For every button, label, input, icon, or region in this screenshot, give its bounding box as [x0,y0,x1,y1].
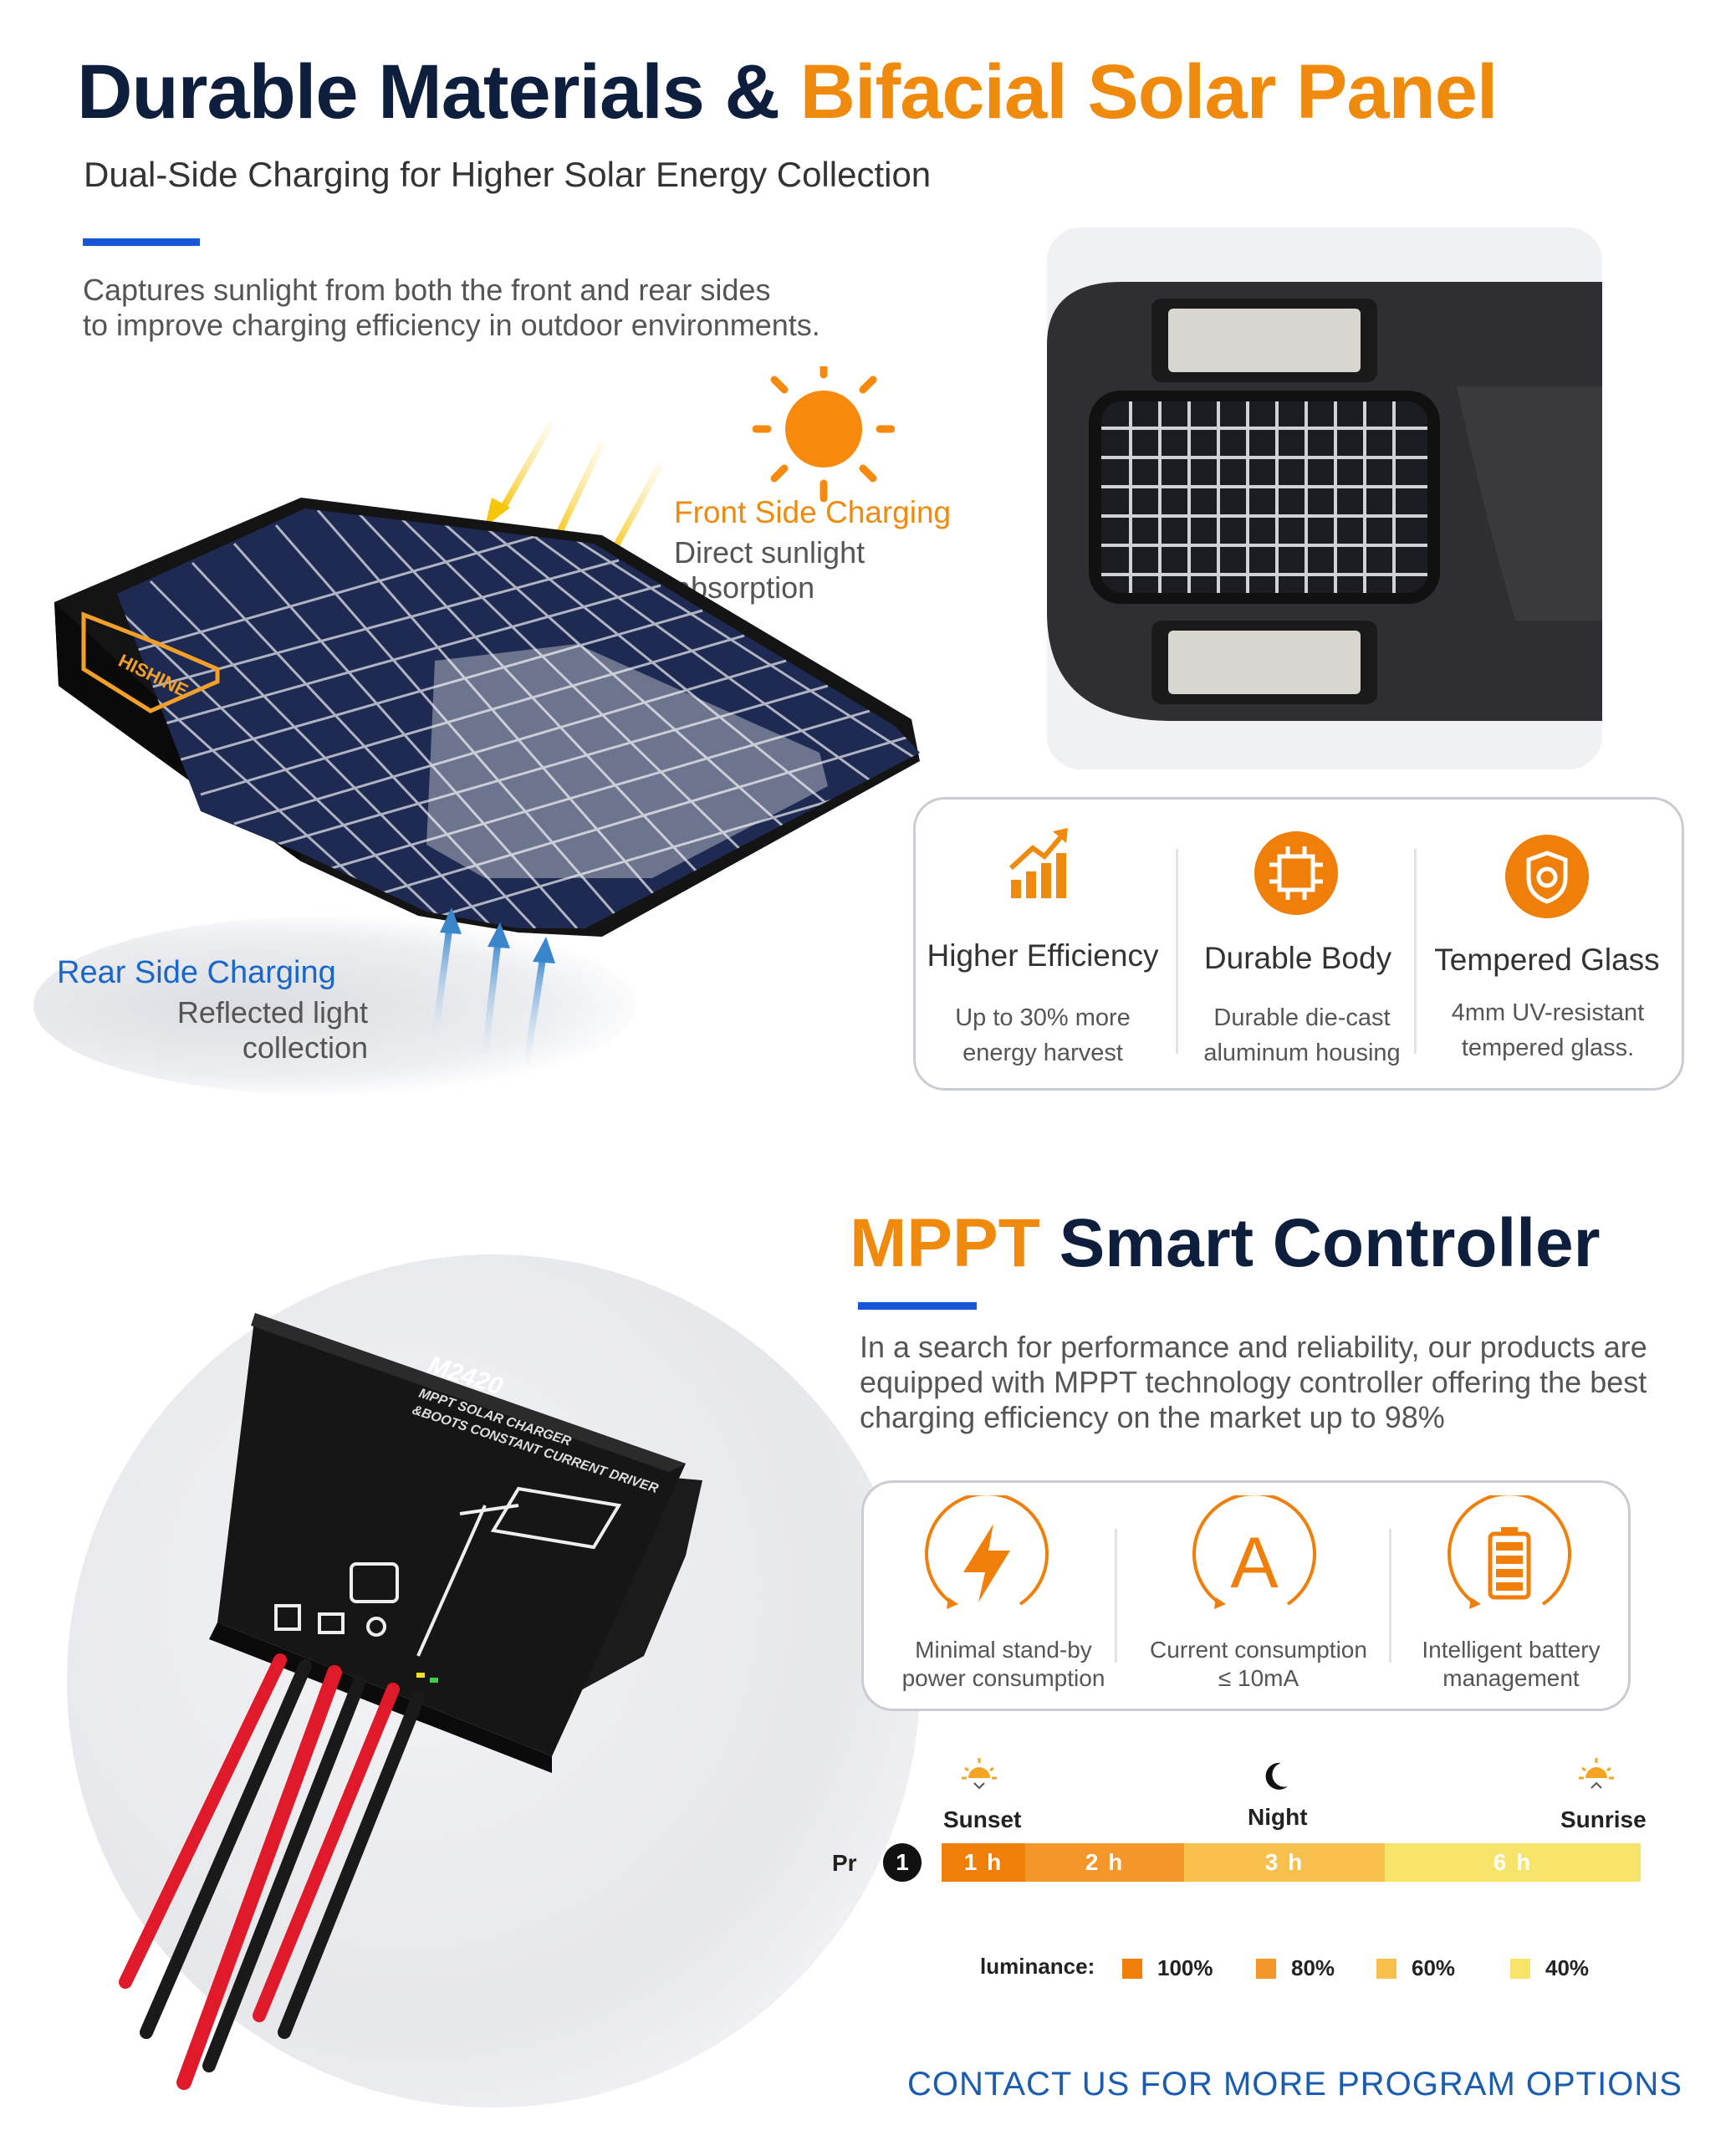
controller-feature-line: management [1442,1665,1580,1691]
accent-bar [83,238,200,246]
section1-title: Durable Materials & Bifacial Solar Panel [77,49,1499,136]
contact-link[interactable]: CONTACT US FOR MORE PROGRAM OPTIONS [907,2066,1682,2103]
program-label: Pr [832,1850,857,1876]
feature-desc: Up to 30% more energy harvest [922,1000,1164,1070]
divider [1414,849,1417,1054]
sunrise-icon [1579,1758,1614,1789]
section1-subtitle: Dual-Side Charging for Higher Solar Ener… [84,155,932,194]
ampere-glyph: A [1230,1523,1279,1603]
title-main-text: Durable Materials & [77,49,800,135]
divider [1115,1529,1117,1663]
controller-feature-line: Current consumption [1150,1637,1367,1663]
controller-feature-desc: Current consumption≤ 10mA [1129,1636,1388,1693]
legend-swatch [1376,1958,1396,1979]
night-label: Night [1248,1804,1308,1830]
legend-value: 40% [1545,1955,1590,1980]
section1-description: Captures sunlight from both the front an… [83,273,820,343]
description-line: charging efficiency on the market up to … [860,1400,1445,1434]
reflected-light-arrows [431,907,555,1063]
divider [1389,1529,1391,1663]
rear-desc-line: collection [242,1030,368,1065]
sunset-icon [962,1758,997,1790]
feature-desc-line: Durable die-cast [1213,1004,1391,1031]
legend-value: 60% [1412,1955,1456,1980]
panel-back-view-photo [1047,227,1602,769]
controller-feature-line: Minimal stand-by [915,1637,1092,1663]
mppt-controller-image: M2420 MPPT SOLAR CHARGER &BOOTS CONSTANT… [119,1313,702,2090]
controller-feature-line: power consumption [901,1665,1105,1691]
sun-icon [753,366,895,503]
sunrise-label: Sunrise [1560,1806,1647,1832]
title-highlight-text: Bifacial Solar Panel [799,49,1499,135]
controller-feature-line: ≤ 10mA [1218,1665,1299,1691]
feature-title: Durable Body [1203,941,1392,975]
legend-swatch [1256,1958,1276,1979]
legend-item: 100% [1122,1955,1213,1981]
battery-icon [1448,1495,1571,1609]
sunset-label: Sunset [943,1806,1022,1832]
divider [1176,849,1178,1054]
feature-desc-line: aluminum housing [1203,1040,1401,1066]
chip-icon [1254,831,1338,915]
shield-icon [1505,835,1589,918]
bifacial-solar-panel-image: HISHINE [54,498,920,937]
legend-value: 80% [1291,1955,1335,1980]
feature-desc: 4mm UV-resistant tempered glass. [1427,995,1669,1065]
legend-item: 80% [1256,1955,1335,1981]
ampere-icon: A [1192,1495,1316,1609]
rear-desc-line: Reflected light [176,995,368,1030]
title-main-text: Smart Controller [1039,1205,1601,1281]
legend-value: 100% [1157,1955,1213,1980]
luminance-legend-label: luminance: [980,1954,1095,1979]
feature-title: Tempered Glass [1434,943,1660,977]
feature-desc: Durable die-cast aluminum housing [1181,1000,1423,1070]
controller-feature-line: Intelligent battery [1422,1637,1601,1663]
title-highlight-text: MPPT [850,1205,1040,1281]
description-line: equipped with MPPT technology controller… [860,1365,1647,1399]
front-side-charging-title: Front Side Charging [674,495,952,529]
legend-swatch [1122,1958,1142,1979]
feature-desc-line: 4mm UV-resistant [1451,999,1645,1026]
feature-desc-line: energy harvest [962,1040,1123,1066]
section2-title: MPPT Smart Controller [850,1204,1601,1283]
section2-description: In a search for performance and reliabil… [860,1330,1647,1435]
moon-icon [1265,1762,1288,1790]
feature-title: Higher Efficiency [927,938,1159,973]
front-desc-line: Direct sunlight [674,535,865,570]
description-line: In a search for performance and reliabil… [860,1330,1647,1364]
timeline-segment: 2 h [1025,1843,1184,1882]
timeline-segment: 3 h [1184,1843,1385,1882]
rear-side-charging-title: Rear Side Charging [57,955,336,990]
program-number-badge[interactable]: 1 [883,1843,922,1882]
accent-bar [858,1302,977,1310]
legend-item: 60% [1376,1955,1455,1981]
legend-item: 40% [1510,1955,1589,1981]
feature-desc-line: Up to 30% more [955,1004,1131,1031]
legend-swatch [1510,1958,1530,1979]
rear-side-charging-desc: Reflected light collection [125,995,368,1065]
lightning-icon [925,1495,1049,1609]
description-line: to improve charging efficiency in outdoo… [83,308,820,342]
street-light-back-image [1047,282,1602,721]
feature-desc-line: tempered glass. [1461,1035,1635,1061]
timeline-segment: 1 h [942,1843,1025,1882]
timeline-segment: 6 h [1385,1843,1641,1882]
description-line: Captures sunlight from both the front an… [83,273,771,307]
chart-growth-icon [1008,828,1068,898]
